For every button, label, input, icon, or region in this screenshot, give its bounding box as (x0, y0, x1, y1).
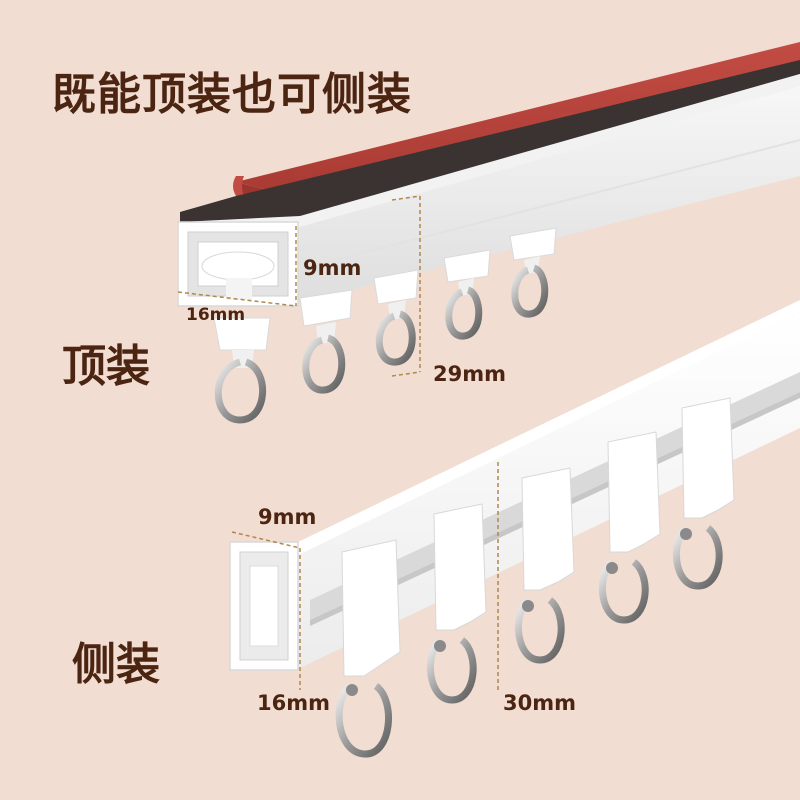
bracket (426, 503, 487, 704)
glider (509, 227, 557, 318)
side-mount-width-dimension: 16mm (257, 691, 330, 715)
top-mount-spacing-dimension: 29mm (433, 362, 506, 386)
rail-body (296, 86, 800, 304)
top-mount-gliders (213, 227, 557, 424)
top-mount-width-dimension: 16mm (186, 305, 246, 325)
top-mount-rail (177, 42, 800, 307)
glider (213, 317, 271, 424)
bracket (335, 539, 401, 758)
top-mount-dimension-lines (177, 195, 421, 377)
bracket (672, 397, 735, 590)
glider (373, 269, 419, 366)
glider (299, 289, 353, 394)
side-mount-brackets (335, 397, 735, 758)
bracket (598, 431, 661, 624)
side-mount-height-dimension: 9mm (258, 505, 317, 529)
top-mount-label: 顶装 (62, 341, 150, 392)
side-mount-dimension-lines (231, 462, 499, 692)
side-mount-label: 侧装 (72, 639, 160, 690)
side-mount-spacing-dimension: 30mm (503, 691, 576, 715)
top-mount-height-dimension: 9mm (303, 256, 362, 280)
bracket (514, 467, 575, 664)
headline: 既能顶装也可侧装 (52, 69, 412, 120)
adhesive-tape (236, 42, 800, 198)
tape-backing (180, 60, 800, 226)
glider (443, 249, 491, 340)
